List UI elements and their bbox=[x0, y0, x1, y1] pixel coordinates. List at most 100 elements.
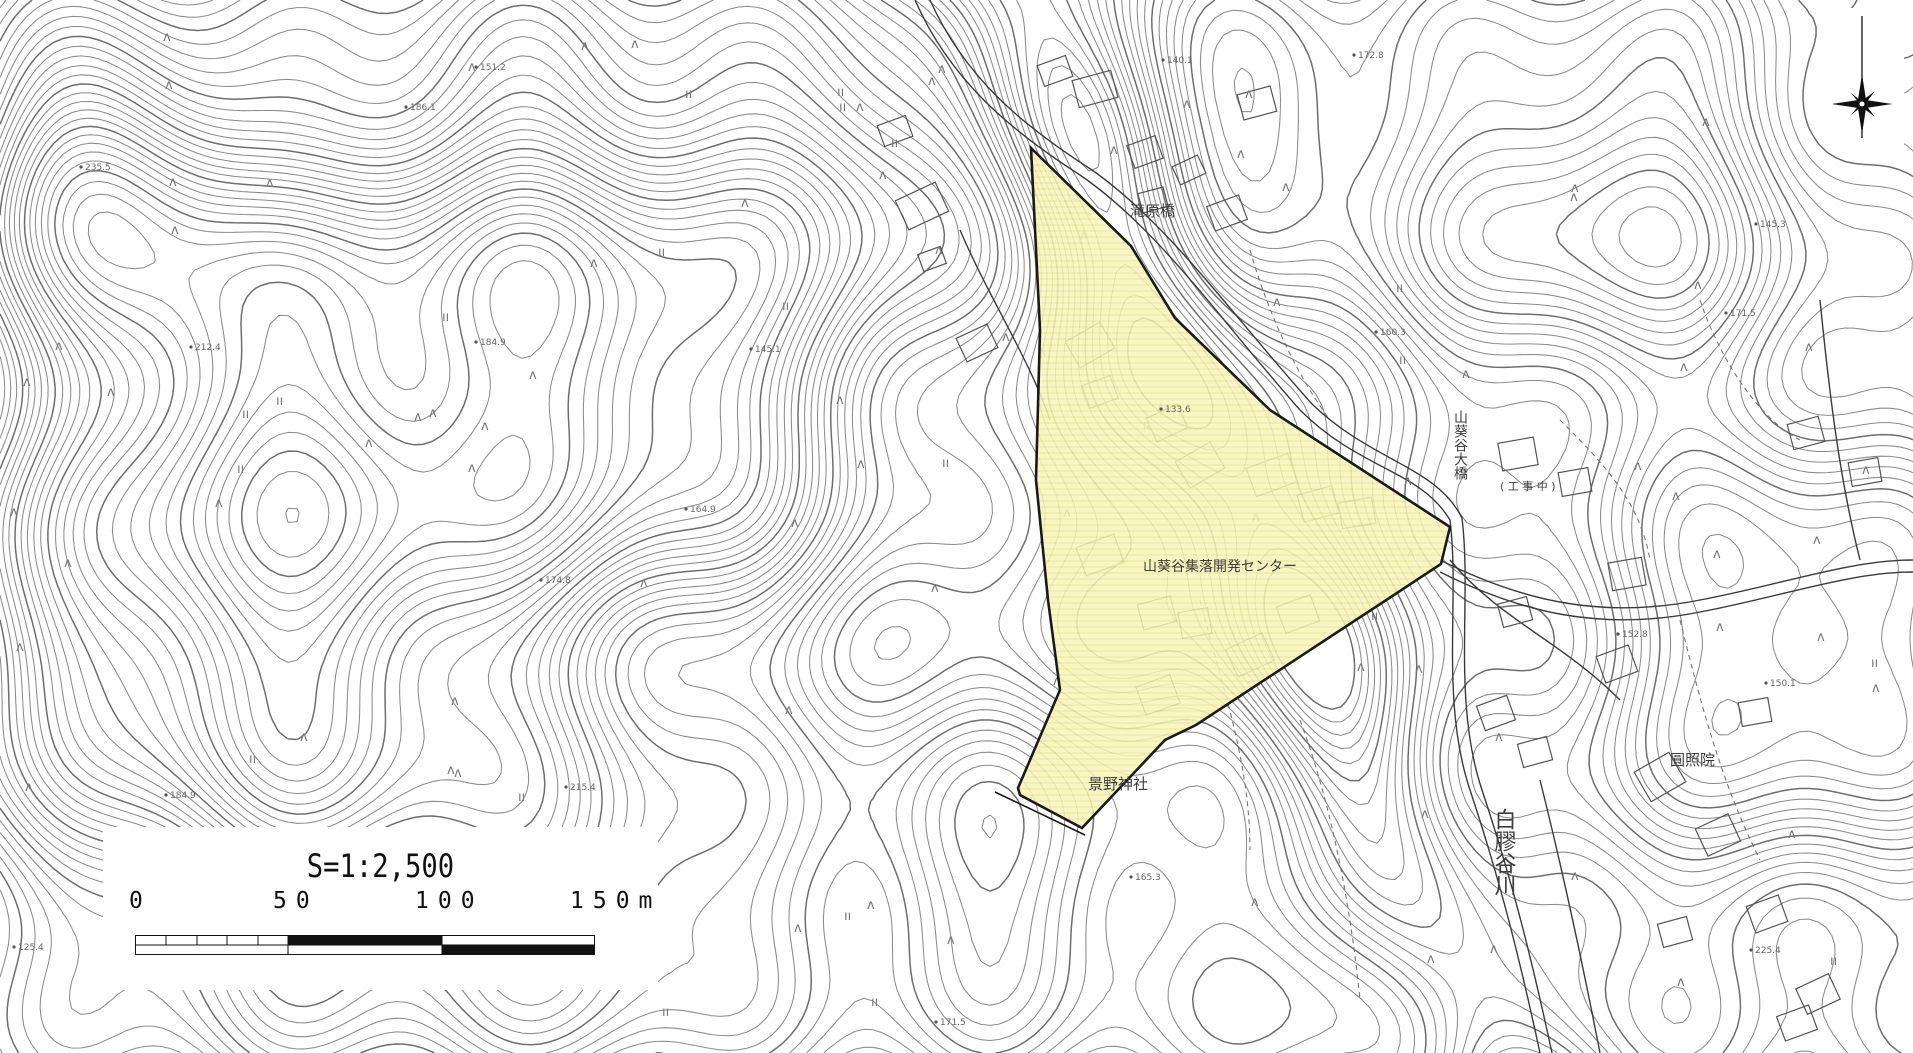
spot-height-dot bbox=[1374, 330, 1378, 334]
footpath-line bbox=[1249, 249, 1331, 421]
building-outline bbox=[1036, 54, 1074, 88]
building-outline bbox=[955, 323, 999, 363]
terrain-symbol: ʌ bbox=[468, 60, 476, 75]
terrain-symbol: ʌ bbox=[1677, 975, 1685, 990]
terrain-symbol: ʌ bbox=[1495, 730, 1503, 745]
spot-height-label: 165.3 bbox=[1135, 873, 1161, 883]
spot-height-dot bbox=[1764, 681, 1768, 685]
building-outline bbox=[1595, 644, 1639, 684]
terrain-symbol: ʌ bbox=[365, 436, 373, 451]
spot-height-label: 171.5 bbox=[1730, 309, 1756, 319]
road-line bbox=[1539, 779, 1601, 1053]
terrain-symbol: ʌ bbox=[107, 385, 115, 400]
terrain-symbol: ʌ bbox=[1421, 807, 1429, 822]
terrain-symbol: ıı bbox=[1399, 353, 1406, 368]
scale-tick-50: 50 bbox=[273, 888, 319, 914]
road-line bbox=[1449, 559, 1621, 701]
contour-line bbox=[29, 134, 800, 850]
spot-height-dot bbox=[1749, 948, 1753, 952]
spot-height-label: 171.5 bbox=[940, 1018, 966, 1028]
terrain-symbol: ıı bbox=[685, 87, 692, 102]
spot-height-dot bbox=[749, 347, 753, 351]
scale-tick-100: 100 bbox=[415, 888, 484, 914]
spot-height-label: 164.9 bbox=[690, 505, 716, 515]
terrain-symbol: ʌ bbox=[1110, 143, 1118, 158]
spot-height-dot bbox=[1159, 407, 1163, 411]
building-outline bbox=[1475, 694, 1517, 732]
compass-rose-icon bbox=[1832, 16, 1892, 138]
terrain-symbol: ıı bbox=[1396, 281, 1403, 296]
boundary-double-line bbox=[994, 791, 1086, 836]
contour-line bbox=[0, 83, 1710, 951]
terrain-symbol: ıı bbox=[242, 407, 249, 422]
terrain-symbol: ʌ bbox=[1002, 330, 1010, 345]
building-outline bbox=[1737, 696, 1773, 728]
building-outline bbox=[1694, 813, 1742, 857]
terrain-symbol: ʌ bbox=[1183, 97, 1191, 112]
terrain-symbol: ʌ bbox=[1571, 181, 1579, 196]
project-area-polygon[interactable] bbox=[1016, 144, 1452, 830]
terrain-symbol: ıı bbox=[837, 85, 844, 100]
contour-line bbox=[34, 142, 789, 842]
building-outline bbox=[1557, 466, 1593, 498]
spot-height-dot bbox=[934, 1020, 938, 1024]
spot-height-dot bbox=[1161, 58, 1165, 62]
terrain-symbol: ʌ bbox=[931, 581, 939, 596]
terrain-symbol: ıı bbox=[1371, 609, 1378, 624]
spot-height-label: 184.9 bbox=[170, 791, 196, 801]
terrain-symbol: ıı bbox=[276, 394, 283, 409]
spot-height-label: 235.5 bbox=[85, 163, 111, 173]
building-outline bbox=[1786, 415, 1826, 451]
terrain-symbol: ʌ bbox=[1872, 681, 1880, 696]
building-outline bbox=[1607, 556, 1647, 592]
building-outline bbox=[1071, 69, 1119, 109]
terrain-symbol: ʌ bbox=[25, 780, 33, 795]
terrain-symbol: ʌ bbox=[1404, 474, 1412, 489]
terrain-symbol: ʌ bbox=[64, 556, 72, 571]
terrain-symbol: ʌ bbox=[1805, 340, 1813, 355]
terrain-symbol: ʌ bbox=[454, 766, 462, 781]
road-line bbox=[914, 0, 1541, 1053]
spot-height-dot bbox=[1352, 53, 1356, 57]
terrain-symbol: ıı bbox=[237, 462, 244, 477]
terrain-symbol: ʌ bbox=[1490, 942, 1498, 957]
terrain-symbol: ʌ bbox=[1357, 660, 1365, 675]
terrain-symbol: ʌ bbox=[171, 223, 179, 238]
spot-height-dot bbox=[189, 345, 193, 349]
terrain-symbol: ʌ bbox=[16, 640, 24, 655]
temple-label: 圓照院 bbox=[1670, 751, 1715, 769]
terrain-symbol: ʌ bbox=[23, 375, 31, 390]
spot-height-dot bbox=[539, 578, 543, 582]
contour-line bbox=[179, 232, 591, 741]
terrain-symbol: ʌ bbox=[1570, 190, 1578, 205]
terrain-symbol: ʌ bbox=[1415, 662, 1423, 677]
building-outline bbox=[894, 181, 950, 231]
building-outline bbox=[1775, 1004, 1819, 1042]
terrain-symbol: ʌ bbox=[529, 368, 537, 383]
map-labels: 山葵谷集落開発センター 滝原橋 景野神社 ( 工 事 中 ) 圓照院 bbox=[1088, 202, 1715, 793]
contour-line bbox=[13, 109, 831, 877]
spot-height-dot bbox=[1754, 222, 1758, 226]
spot-height-label: 152.8 bbox=[1622, 630, 1648, 640]
terrain-symbol: ʌ bbox=[55, 339, 63, 354]
terrain-symbol: ʌ bbox=[791, 516, 799, 531]
terrain-symbol: ʌ bbox=[447, 763, 455, 778]
spot-height-dot bbox=[1724, 311, 1728, 315]
building-outline bbox=[1847, 456, 1883, 488]
building-outline bbox=[1745, 894, 1789, 934]
building-outline bbox=[1794, 972, 1842, 1016]
terrain-symbol: ıı bbox=[1830, 954, 1837, 969]
terrain-symbol: ʌ bbox=[947, 933, 955, 948]
contour-line bbox=[285, 507, 300, 523]
contour-line bbox=[62, 180, 667, 805]
terrain-symbol: ʌ bbox=[481, 419, 489, 434]
terrain-symbol: ʌ bbox=[10, 505, 18, 520]
bridge-label: 滝原橋 bbox=[1130, 202, 1175, 220]
terrain-symbol: ıı bbox=[249, 752, 256, 767]
terrain-symbol: ʌ bbox=[300, 730, 308, 745]
footpath-line bbox=[1679, 619, 1761, 861]
